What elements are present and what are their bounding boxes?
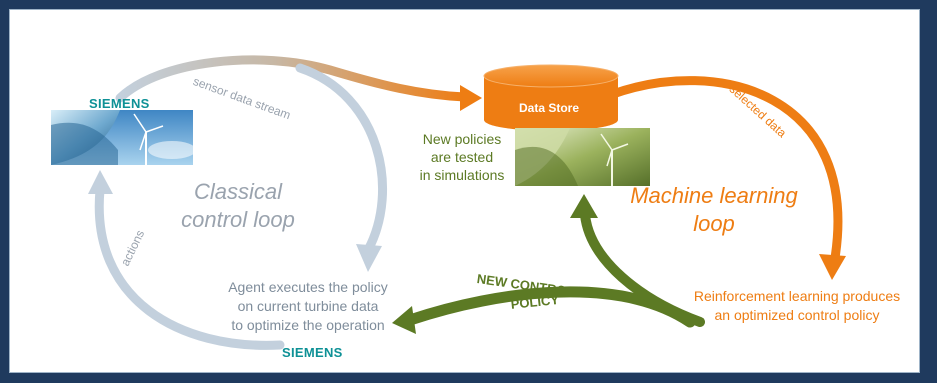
turbine-photo-green [515, 128, 650, 186]
ml-loop-line1: Machine learning [630, 183, 798, 208]
rl-text-line1: Reinforcement learning produces [693, 288, 901, 304]
to-simulation-arrow [580, 210, 705, 327]
rl-text-line2: an optimized control policy [714, 307, 880, 323]
simulation-text-line3: in simulations [419, 167, 505, 183]
ml-loop-line2: loop [693, 211, 735, 236]
siemens-logo-bottom: SIEMENS [282, 345, 343, 360]
ml-loop-title: Machine learning loop [624, 182, 804, 238]
database-icon [483, 64, 619, 131]
classical-loop-right-arc [295, 63, 388, 255]
actions-arrow [94, 185, 285, 350]
new-policy-arrowhead [392, 306, 416, 334]
agent-text-line3: to optimize the operation [231, 317, 385, 333]
simulation-text-line1: New policies [422, 131, 502, 147]
classical-loop-title: Classical control loop [178, 178, 298, 234]
simulation-text: New policies are tested in simulations [412, 130, 512, 184]
selected-data-arrowhead [819, 254, 846, 280]
sensor-stream-arrowhead [460, 85, 482, 111]
classical-loop-right-arrowhead [356, 244, 382, 272]
siemens-logo-top: SIEMENS [89, 96, 150, 111]
classical-loop-line2: control loop [181, 207, 295, 232]
data-store-label: Data Store [519, 101, 580, 115]
agent-text-line2: on current turbine data [237, 298, 379, 314]
agent-text-line1: Agent executes the policy [228, 279, 388, 295]
to-simulation-arrowhead [570, 194, 598, 218]
turbine-photo [51, 110, 196, 165]
selected-data-arrow [605, 76, 843, 263]
agent-text: Agent executes the policy on current tur… [208, 278, 408, 335]
actions-arrowhead [88, 170, 113, 194]
simulation-text-line2: are tested [430, 149, 494, 165]
sensor-stream-arrow [115, 55, 470, 103]
rl-text: Reinforcement learning produces an optim… [678, 287, 916, 325]
classical-loop-line1: Classical [193, 179, 283, 204]
